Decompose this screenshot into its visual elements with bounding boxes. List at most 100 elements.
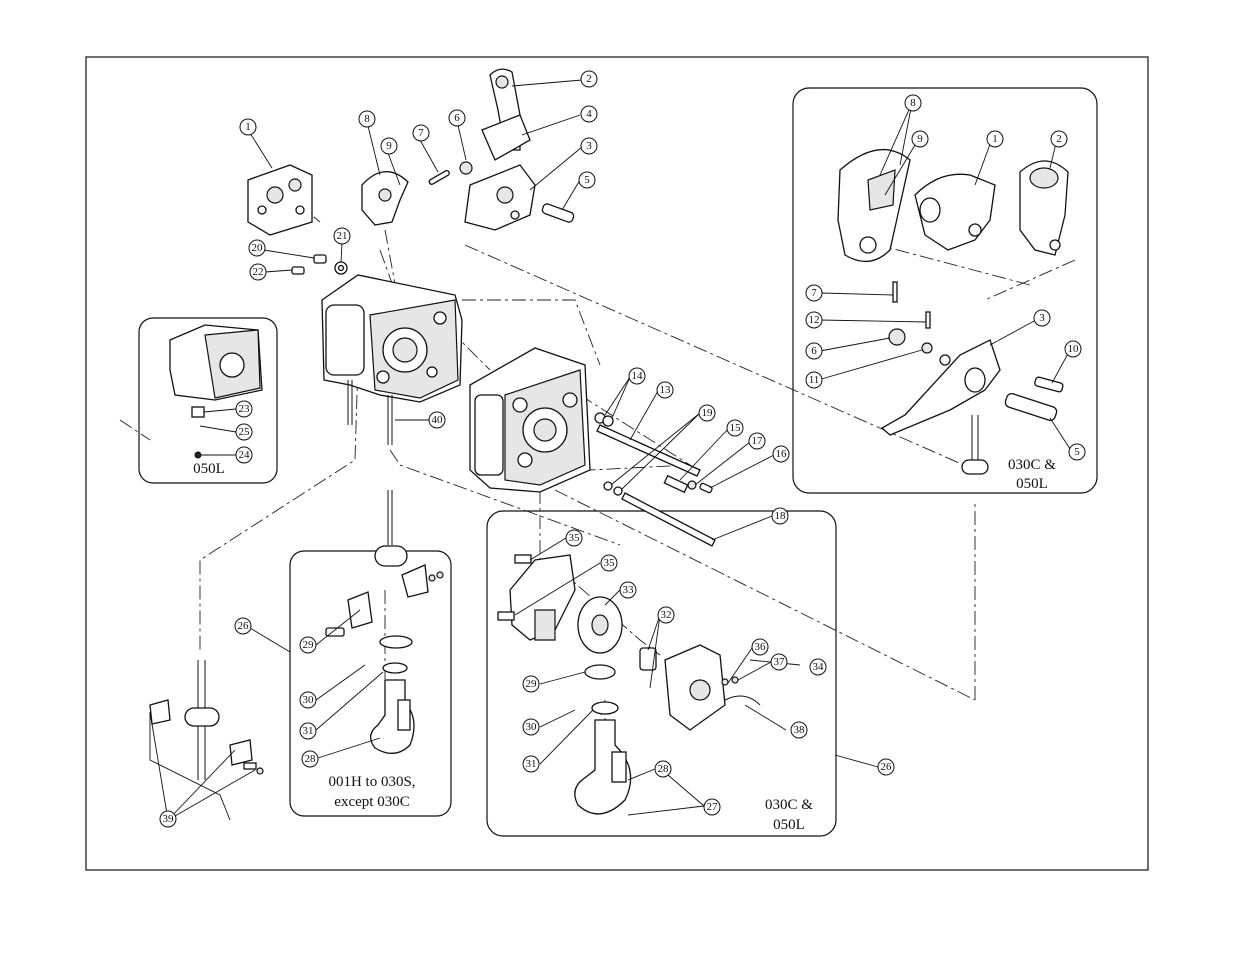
callout-7: 7	[412, 124, 430, 142]
screw-part20	[313, 254, 327, 264]
leader-lines	[149, 79, 1073, 821]
callout-34: 34	[809, 658, 827, 676]
callout-1: 1	[986, 130, 1004, 148]
callout-30: 30	[522, 718, 540, 736]
callout-5: 5	[1068, 443, 1086, 461]
caption-001h-line1: 001H to 030S,	[328, 774, 415, 790]
callout-31: 31	[299, 722, 317, 740]
inset-030c-right-frame	[792, 87, 1098, 494]
callout-21: 21	[333, 227, 351, 245]
svg-text:7: 7	[418, 127, 424, 139]
callout-6: 6	[448, 109, 466, 127]
callout-8: 8	[358, 110, 376, 128]
svg-text:18: 18	[775, 510, 787, 522]
svg-text:14: 14	[632, 370, 644, 382]
callout-13: 13	[656, 381, 674, 399]
screw-part22	[291, 266, 305, 275]
callout-23: 23	[235, 400, 253, 418]
svg-text:16: 16	[776, 448, 788, 460]
svg-text:29: 29	[526, 678, 538, 690]
callout-28: 28	[654, 760, 672, 778]
caption-030c-right-line1: 030C &	[1008, 457, 1056, 473]
inset-050l-housing	[169, 324, 263, 459]
svg-text:39: 39	[163, 813, 175, 825]
svg-text:8: 8	[364, 113, 370, 125]
svg-text:7: 7	[811, 287, 817, 299]
svg-text:10: 10	[1068, 343, 1080, 355]
assembly-centerlines	[119, 184, 1076, 740]
callouts: 1 2 3 4 5 6 7 8 9 20 21 22 23 25 24 40 1…	[159, 70, 1086, 828]
caption-030c-right-line2: 050L	[1016, 476, 1048, 492]
callout-8: 8	[904, 94, 922, 112]
callout-39: 39	[159, 810, 177, 828]
svg-text:30: 30	[303, 694, 315, 706]
callout-3: 3	[1033, 309, 1051, 327]
inset-030c-right-parts	[837, 148, 1069, 475]
callout-4: 4	[580, 105, 598, 123]
callout-12: 12	[805, 311, 823, 329]
svg-text:36: 36	[755, 641, 767, 653]
svg-text:3: 3	[1039, 312, 1045, 324]
inset-030c-bottom-frame	[486, 510, 837, 837]
svg-text:5: 5	[1074, 446, 1080, 458]
svg-text:22: 22	[253, 266, 264, 278]
caption-001h-line2: except 030C	[334, 794, 409, 810]
callout-7: 7	[805, 284, 823, 302]
inset-030c-bottom-parts	[497, 554, 761, 815]
svg-text:25: 25	[239, 426, 251, 438]
svg-text:26: 26	[881, 761, 893, 773]
callout-35: 35	[565, 529, 583, 547]
svg-text:26: 26	[238, 620, 250, 632]
svg-text:11: 11	[809, 374, 820, 386]
shafts	[594, 412, 716, 547]
callout-11: 11	[805, 371, 823, 389]
callout-27: 27	[703, 798, 721, 816]
svg-text:28: 28	[305, 753, 317, 765]
callout-1: 1	[239, 118, 257, 136]
callout-33: 33	[619, 581, 637, 599]
caption-050l: 050L	[193, 461, 225, 477]
caption-030c-bottom-line1: 030C &	[765, 797, 813, 813]
callout-38: 38	[790, 721, 808, 739]
nut-part6	[459, 161, 473, 175]
callout-36: 36	[751, 638, 769, 656]
callout-6: 6	[805, 342, 823, 360]
callout-24: 24	[235, 446, 253, 464]
suspension-bracket-part3	[464, 164, 536, 231]
svg-text:23: 23	[239, 403, 251, 415]
callout-37: 37	[770, 653, 788, 671]
callout-32: 32	[657, 606, 675, 624]
callout-9: 9	[380, 137, 398, 155]
svg-text:17: 17	[752, 435, 764, 447]
svg-text:37: 37	[774, 656, 786, 668]
hand-chain-part39	[149, 660, 264, 780]
svg-text:19: 19	[702, 407, 714, 419]
svg-text:3: 3	[586, 140, 592, 152]
inset-001h-frame	[289, 550, 452, 817]
svg-text:34: 34	[813, 661, 825, 673]
svg-text:35: 35	[604, 557, 616, 569]
callout-40: 40	[428, 411, 446, 429]
callout-35: 35	[600, 554, 618, 572]
svg-text:6: 6	[454, 112, 460, 124]
svg-text:6: 6	[811, 345, 817, 357]
callout-3: 3	[580, 137, 598, 155]
svg-text:5: 5	[584, 174, 590, 186]
svg-text:38: 38	[794, 724, 806, 736]
pin-part5	[541, 203, 575, 223]
svg-text:29: 29	[303, 639, 315, 651]
cover-part8	[361, 171, 409, 226]
outer-frame	[85, 56, 1149, 871]
svg-text:40: 40	[432, 414, 444, 426]
callout-29: 29	[299, 636, 317, 654]
callout-18: 18	[771, 507, 789, 525]
svg-text:9: 9	[917, 133, 923, 145]
svg-text:12: 12	[809, 314, 820, 326]
svg-text:2: 2	[1056, 133, 1062, 145]
svg-text:27: 27	[707, 801, 719, 813]
callout-2: 2	[1050, 130, 1068, 148]
callout-14: 14	[628, 367, 646, 385]
gear-case	[469, 347, 591, 493]
callout-17: 17	[748, 432, 766, 450]
load-chain-part40	[347, 380, 393, 545]
